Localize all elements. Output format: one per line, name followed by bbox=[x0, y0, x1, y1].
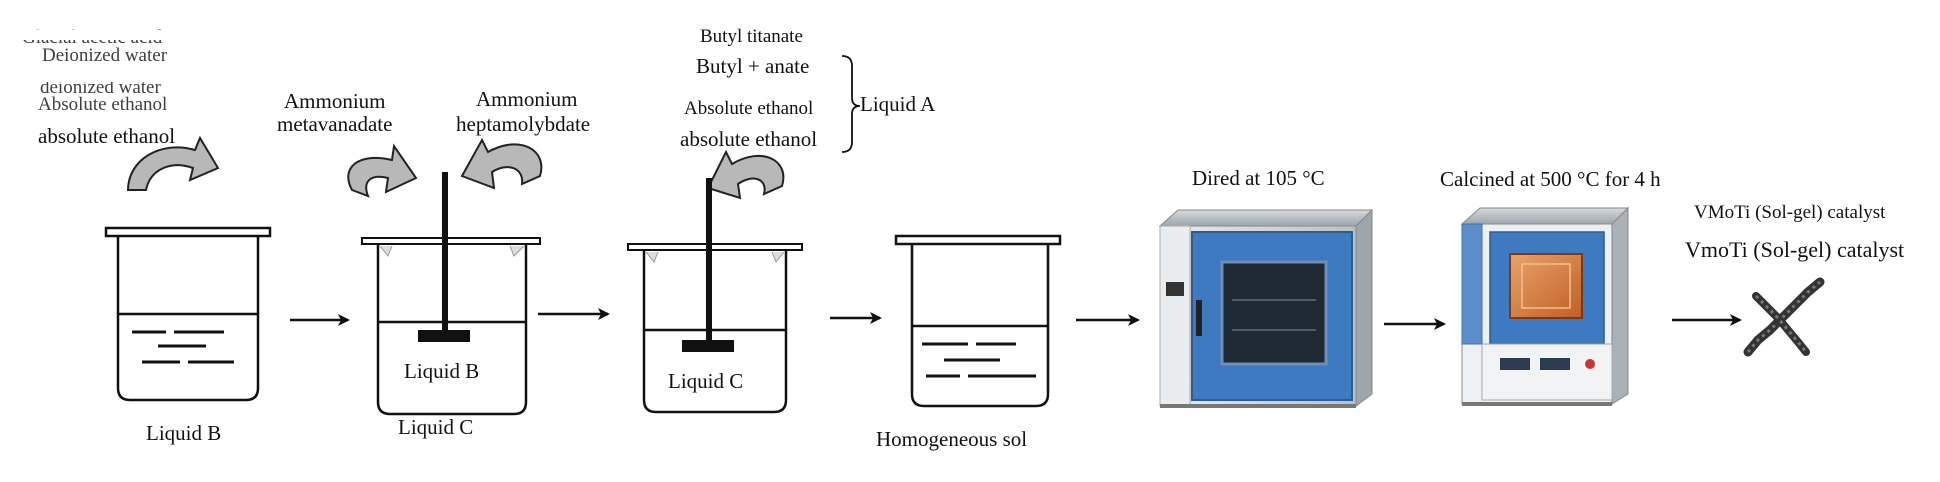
beaker-3-inner-label: Liquid C bbox=[668, 369, 743, 393]
curved-pour-arrow-left-icon bbox=[347, 143, 418, 198]
beaker-2 bbox=[361, 172, 541, 416]
product-label: VmoTi (Sol-gel) catalyst bbox=[1685, 237, 1904, 262]
reagent-ammonium-left: Ammonium bbox=[284, 89, 386, 113]
stirrer-rod bbox=[442, 172, 448, 332]
beaker-3 bbox=[627, 178, 803, 414]
step2-reagents: Ammonium metavanadate Ammonium heptamoly… bbox=[277, 87, 590, 136]
reagent-absolute-ethanol-caption-2: Absolute ethanol bbox=[684, 98, 813, 119]
step3-reagents: Butyl titanate Butyl + anate Absolute et… bbox=[680, 26, 936, 153]
product-label-caption: VMoTi (Sol-gel) catalyst bbox=[1694, 202, 1886, 223]
catalyst-rods-icon bbox=[1743, 277, 1825, 357]
brace-icon bbox=[841, 55, 861, 153]
curved-pour-arrow-icon bbox=[126, 135, 220, 191]
reagent-ammonium-right: Ammonium bbox=[476, 87, 578, 111]
calcination-step-label: Calcined at 500 °C for 4 h bbox=[1440, 167, 1661, 191]
furnace-display bbox=[1500, 358, 1530, 370]
reagent-absolute-ethanol-2: absolute ethanol bbox=[680, 127, 817, 151]
reagent-heptamolybdate: heptamolybdate bbox=[456, 112, 590, 136]
reagent-deionized-water: deionized water bbox=[40, 77, 161, 98]
muffle-furnace bbox=[1460, 206, 1630, 406]
curved-pour-arrow-icon-3 bbox=[706, 149, 785, 200]
beaker-lid bbox=[627, 243, 803, 251]
reagent-butyl-titanate: Butyl + anate bbox=[696, 54, 809, 78]
stirrer-blade bbox=[418, 330, 470, 342]
beaker-4 bbox=[894, 234, 1062, 408]
beaker-lid bbox=[104, 226, 272, 238]
beaker-2-label: Liquid C bbox=[398, 415, 473, 439]
step1-reagents: Glacial acetic acid Deionized water deio… bbox=[20, 27, 220, 148]
beaker-lid bbox=[894, 234, 1062, 246]
furnace-door-open bbox=[1461, 223, 1483, 345]
reagent-absolute-ethanol-caption: Absolute ethanol bbox=[38, 94, 167, 115]
oven-control-panel bbox=[1159, 225, 1191, 407]
reagent-deionized-water-caption: Deionized water bbox=[42, 45, 168, 66]
oven-display bbox=[1166, 282, 1184, 296]
drying-oven bbox=[1158, 208, 1374, 408]
drying-step-label: Dired at 105 °C bbox=[1192, 166, 1325, 190]
stirrer-rod bbox=[706, 178, 712, 342]
beaker-2-inner-label: Liquid B bbox=[404, 359, 479, 383]
liquid-a-label: Liquid A bbox=[860, 92, 936, 116]
reagent-butyl-titanate-caption: Butyl titanate bbox=[700, 26, 803, 47]
beaker-4-label: Homogeneous sol bbox=[876, 427, 1027, 451]
stirrer-blade bbox=[682, 340, 734, 352]
furnace-control-panel bbox=[1481, 343, 1613, 401]
beaker-1-label: Liquid B bbox=[146, 421, 221, 445]
oven-handle bbox=[1196, 300, 1202, 336]
curved-pour-arrow-right-icon bbox=[460, 137, 543, 190]
beaker-1 bbox=[104, 226, 272, 402]
furnace-switch bbox=[1585, 359, 1595, 369]
oven-window bbox=[1220, 260, 1328, 366]
beaker-lid bbox=[361, 237, 541, 245]
reagent-metavanadate: metavanadate bbox=[277, 112, 392, 136]
reagent-absolute-ethanol: absolute ethanol bbox=[38, 124, 175, 148]
